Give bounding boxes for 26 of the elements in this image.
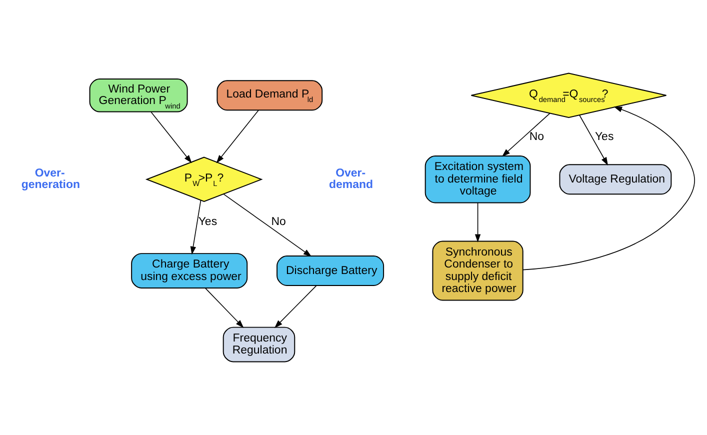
arrow xyxy=(522,106,695,270)
node-box: Discharge Battery xyxy=(276,256,384,286)
node-box: Charge Battery using excess power xyxy=(131,253,248,288)
node-box: Voltage Regulation xyxy=(559,164,672,195)
arrow xyxy=(502,112,550,157)
node-box: Load Demand P$_{ld}$ xyxy=(216,80,323,111)
arrow xyxy=(223,194,312,257)
arrow xyxy=(190,200,202,255)
label: Over-demand xyxy=(329,167,374,191)
node-box: Wind Power Generation P$_{wind}$ xyxy=(89,78,188,112)
node-box: Synchronous Condenser to supply deficit reactive power xyxy=(432,240,524,301)
arrow xyxy=(474,202,481,242)
arrow xyxy=(579,114,608,166)
node-diamond: P$_{W}$>P$_{L}$? xyxy=(145,156,263,202)
edge-label: No xyxy=(271,216,286,228)
node-box: Frequency Regulation xyxy=(222,326,296,362)
arrow xyxy=(205,288,244,328)
arrow xyxy=(150,112,192,164)
node-box: Excitation system to determine field voltage xyxy=(424,156,531,204)
node-diamond: Q$_{demand}$=Q$_{sources}$? xyxy=(470,72,667,118)
edge-label: Yes xyxy=(594,130,614,143)
arrow xyxy=(274,285,317,328)
edge-label: No xyxy=(529,130,544,143)
edge-label: Yes xyxy=(198,216,218,228)
label: Over-generation xyxy=(21,167,80,191)
arrow xyxy=(216,110,259,164)
